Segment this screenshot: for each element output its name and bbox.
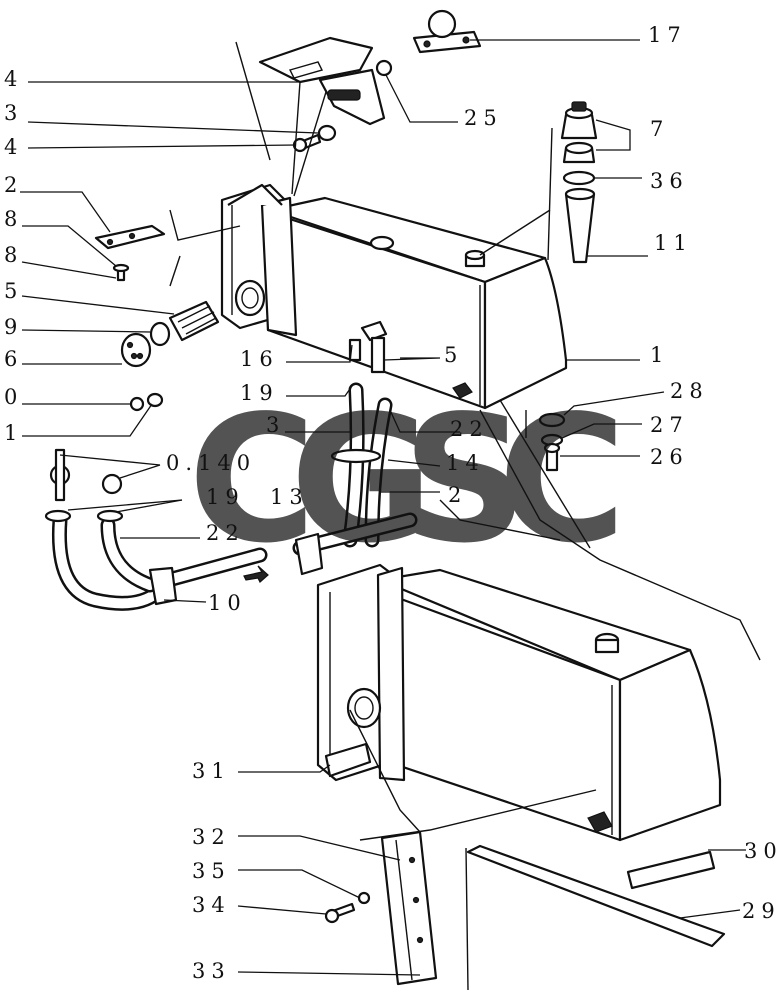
callout-33: 33 xyxy=(192,959,231,983)
callout-2-bracket: 2 xyxy=(4,173,23,197)
cap-plate xyxy=(412,9,482,54)
callout-4-top: 4 xyxy=(4,67,23,91)
callout-31: 31 xyxy=(192,759,231,783)
callout-10: 10 xyxy=(208,591,247,615)
fuel-tank-lower xyxy=(316,563,722,842)
callout-26: 26 xyxy=(650,445,689,469)
callout-35: 35 xyxy=(192,859,231,883)
watermark-letter-3: S xyxy=(402,379,528,582)
callout-28: 28 xyxy=(670,379,709,403)
watermark-letter-1: C xyxy=(188,379,316,582)
fuel-tap xyxy=(348,320,388,374)
callout-3-top: 3 xyxy=(4,101,23,125)
callout-30: 30 xyxy=(744,839,783,863)
callout-16: 16 xyxy=(240,347,279,371)
callout-13: 13 xyxy=(270,485,309,509)
filler-cap-assembly xyxy=(560,101,598,264)
callout-14: 14 xyxy=(446,451,485,475)
fuel-hoses xyxy=(51,382,418,611)
callout-29: 29 xyxy=(742,899,781,923)
banjo-fittings xyxy=(44,448,124,523)
callout-17: 17 xyxy=(648,23,687,47)
fuel-filter xyxy=(120,300,220,368)
watermark-letter-2: G xyxy=(290,379,434,582)
callout-34: 34 xyxy=(192,893,231,917)
callout-32: 32 xyxy=(192,825,231,849)
callout-5-tap: 5 xyxy=(444,343,463,367)
callout-19-hose: 19 xyxy=(206,485,245,509)
callout-27: 27 xyxy=(650,413,689,437)
callout-1-bolt: 1 xyxy=(4,421,23,445)
fuel-tank-upper xyxy=(220,183,568,410)
callout-11: 11 xyxy=(654,231,693,255)
callout-8-bottom: 8 xyxy=(4,243,23,267)
callout-8-top: 8 xyxy=(4,207,23,231)
callout-22-lower: 22 xyxy=(206,521,245,545)
callout-0: 0 xyxy=(4,385,23,409)
callout-7: 7 xyxy=(650,117,669,141)
screw-25 xyxy=(375,59,393,77)
top-bracket xyxy=(258,36,386,126)
foam-pads xyxy=(324,742,726,948)
callout-9: 9 xyxy=(4,315,23,339)
mounting-bracket xyxy=(324,830,438,986)
callout-22-upper: 22 xyxy=(450,417,489,441)
cgsc-watermark: C G S C xyxy=(188,379,626,582)
callout-3-hose: 3 xyxy=(266,413,285,437)
washer-stack xyxy=(538,412,566,472)
small-bolts xyxy=(129,392,164,412)
callout-0-140: 0.140 xyxy=(166,451,256,475)
callout-6: 6 xyxy=(4,347,23,371)
callout-36: 36 xyxy=(650,169,689,193)
callout-25: 25 xyxy=(464,106,503,130)
callout-5-filter: 5 xyxy=(4,279,23,303)
callout-1-tank: 1 xyxy=(650,343,669,367)
leader-lines xyxy=(20,39,761,991)
callout-2-hose: 2 xyxy=(448,483,467,507)
callout-labels: 17 4 25 3 4 7 36 2 8 11 8 5 9 1 16 5 6 0… xyxy=(4,23,783,983)
watermark-letter-4: C xyxy=(498,379,626,582)
callout-4-bolt: 4 xyxy=(4,135,23,159)
strap-bracket xyxy=(94,224,166,282)
callout-19-tap: 19 xyxy=(240,381,279,405)
